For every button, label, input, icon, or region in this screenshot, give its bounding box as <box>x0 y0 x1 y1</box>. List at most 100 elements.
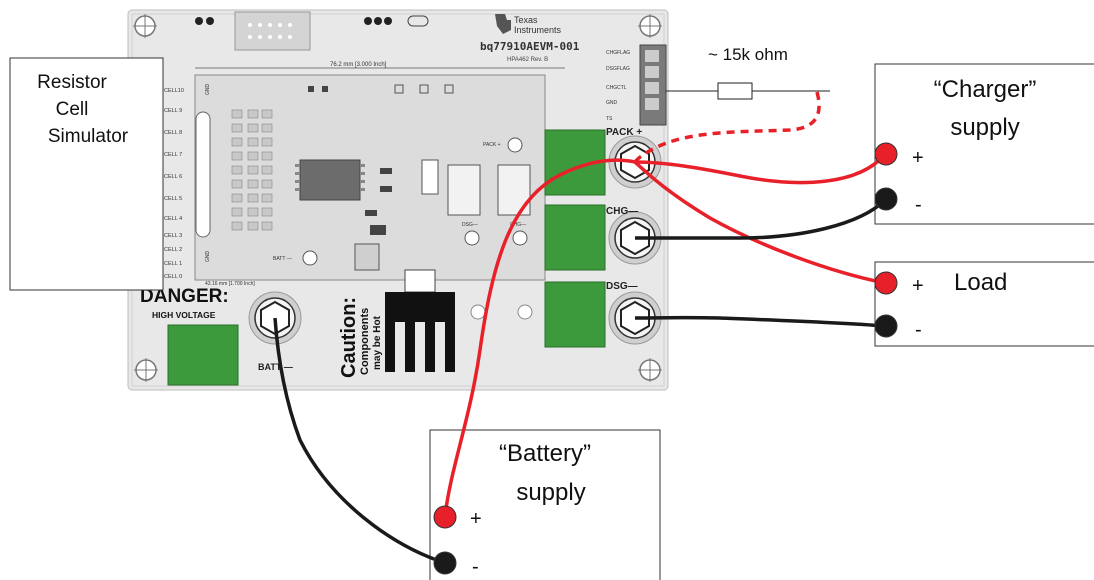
test-point <box>507 137 523 153</box>
load-positive-wire <box>633 160 886 285</box>
pack-plus-label: PACK + <box>606 127 642 138</box>
caution-line2: Components <box>359 308 371 375</box>
mounting-pad <box>517 304 533 320</box>
cell-label: CELL 0 <box>164 274 182 280</box>
terminal-block-dsg <box>544 281 606 348</box>
brand-line1: Texas <box>514 15 538 25</box>
battery-supply-line1: “Battery” <box>499 440 591 467</box>
ic-pins <box>295 164 365 191</box>
dsg-small: DSG— <box>462 222 478 228</box>
battery-negative-terminal[interactable] <box>433 551 457 575</box>
load-minus: - <box>915 319 922 341</box>
pack-plus-small: PACK + <box>483 142 501 148</box>
cell-label: CELL 2 <box>164 247 182 253</box>
jumper-pins <box>195 15 429 27</box>
brand-line2: Instruments <box>514 25 562 35</box>
load-positive-terminal[interactable] <box>874 271 898 295</box>
mounting-hole <box>134 358 158 382</box>
battery-plus: + <box>470 508 482 530</box>
mounting-pad <box>470 304 486 320</box>
battery-negative-wire <box>273 317 446 565</box>
cell-label: CELL10 <box>164 88 184 94</box>
cell-simulator-line3: Simulator <box>48 126 129 147</box>
mounting-hole <box>638 14 662 38</box>
cell-simulator-line2: Cell <box>56 99 89 120</box>
terminal-block-batt <box>167 324 239 386</box>
heatsink <box>385 269 455 372</box>
test-point <box>464 230 480 246</box>
mosfet <box>447 164 481 216</box>
evm-board: Texas Instruments bq77910AEVM-001 HPA462… <box>127 9 669 391</box>
connector-label: GND <box>606 100 618 106</box>
connector-label: CHGCTL <box>606 85 627 91</box>
cell-label: CELL 4 <box>164 216 182 222</box>
chg-small: CHG— <box>510 222 526 228</box>
terminal-block-chg <box>544 204 606 271</box>
charger-negative-terminal[interactable] <box>874 187 898 211</box>
caution-label: Caution: <box>338 297 360 378</box>
battery-supply-box: “Battery” supply + - <box>429 429 661 580</box>
charger-minus: - <box>915 194 922 216</box>
header-connector <box>234 11 311 51</box>
cell-label: CELL 3 <box>164 233 182 239</box>
battery-positive-terminal[interactable] <box>433 505 457 529</box>
cell-label: CELL 9 <box>164 108 182 114</box>
cell-simulator-line1: Resistor <box>37 72 107 93</box>
dimension-left: 43.16 mm [1.700 Inch] <box>205 281 255 287</box>
connector-label: DSGFLAG <box>606 66 630 72</box>
connector-label: TS <box>606 116 613 122</box>
header-pins <box>248 23 292 39</box>
cell-label: CELL 7 <box>164 152 182 158</box>
charger-supply-box: “Charger” supply + - <box>874 63 1094 225</box>
chg-minus-label: CHG— <box>606 206 638 217</box>
test-point <box>302 250 318 266</box>
resistor-label: ~ 15k ohm <box>708 45 788 64</box>
mounting-hole <box>638 358 662 382</box>
load-plus: + <box>912 275 924 297</box>
test-point <box>512 230 528 246</box>
cell-resistors <box>231 109 273 231</box>
mounting-hole <box>133 14 157 38</box>
part-number: bq77910AEVM-001 <box>480 40 580 53</box>
cell-label: CELL 1 <box>164 261 182 267</box>
battery-supply-line2: supply <box>516 479 585 506</box>
dimension-top: 76.2 mm [3.000 Inch] <box>330 62 387 68</box>
load-box: Load + - <box>874 261 1094 347</box>
charger-supply-line1: “Charger” <box>934 76 1037 103</box>
charger-plus: + <box>912 147 924 169</box>
batt-minus-label: BATT — <box>258 362 293 372</box>
battery-minus: - <box>472 556 479 578</box>
charger-positive-wire <box>634 152 887 185</box>
revision: HPA462 Rev. B <box>507 57 548 63</box>
main-ic <box>299 159 361 201</box>
cell-label: CELL 5 <box>164 196 182 202</box>
gnd-label: GND <box>205 251 211 263</box>
load-negative-terminal[interactable] <box>874 314 898 338</box>
small-components <box>308 84 454 271</box>
charger-negative-wire <box>635 198 887 240</box>
batt-minus-small: BATT — <box>273 256 292 262</box>
load-negative-wire <box>634 315 886 328</box>
cell-label: CELL 6 <box>164 174 182 180</box>
cell-connector <box>195 111 211 238</box>
load-title: Load <box>954 269 1007 296</box>
danger-label: DANGER: <box>140 286 229 307</box>
battery-positive-wire <box>443 158 636 518</box>
connector-block <box>421 159 439 195</box>
high-voltage-label: HIGH VOLTAGE <box>152 310 216 320</box>
flag-labels: CHGFLAG DSGFLAG CHGCTL GND TS <box>606 50 630 122</box>
flag-connector-pins <box>645 50 659 110</box>
dsg-minus-label: DSG— <box>606 281 638 292</box>
charger-supply-line2: supply <box>950 114 1019 141</box>
ti-logo <box>495 14 511 34</box>
pullup-resistor <box>666 82 830 100</box>
charger-positive-terminal[interactable] <box>874 142 898 166</box>
cell-label: CELL 8 <box>164 130 182 136</box>
gnd-label: GND <box>205 84 211 96</box>
connector-label: CHGFLAG <box>606 50 630 56</box>
caution-line3: may be Hot <box>372 315 383 370</box>
cell-simulator-box: Resistor Cell Simulator <box>9 57 164 291</box>
cell-label-column: CELL10 CELL 9 CELL 8 CELL 7 CELL 6 CELL … <box>164 88 184 280</box>
